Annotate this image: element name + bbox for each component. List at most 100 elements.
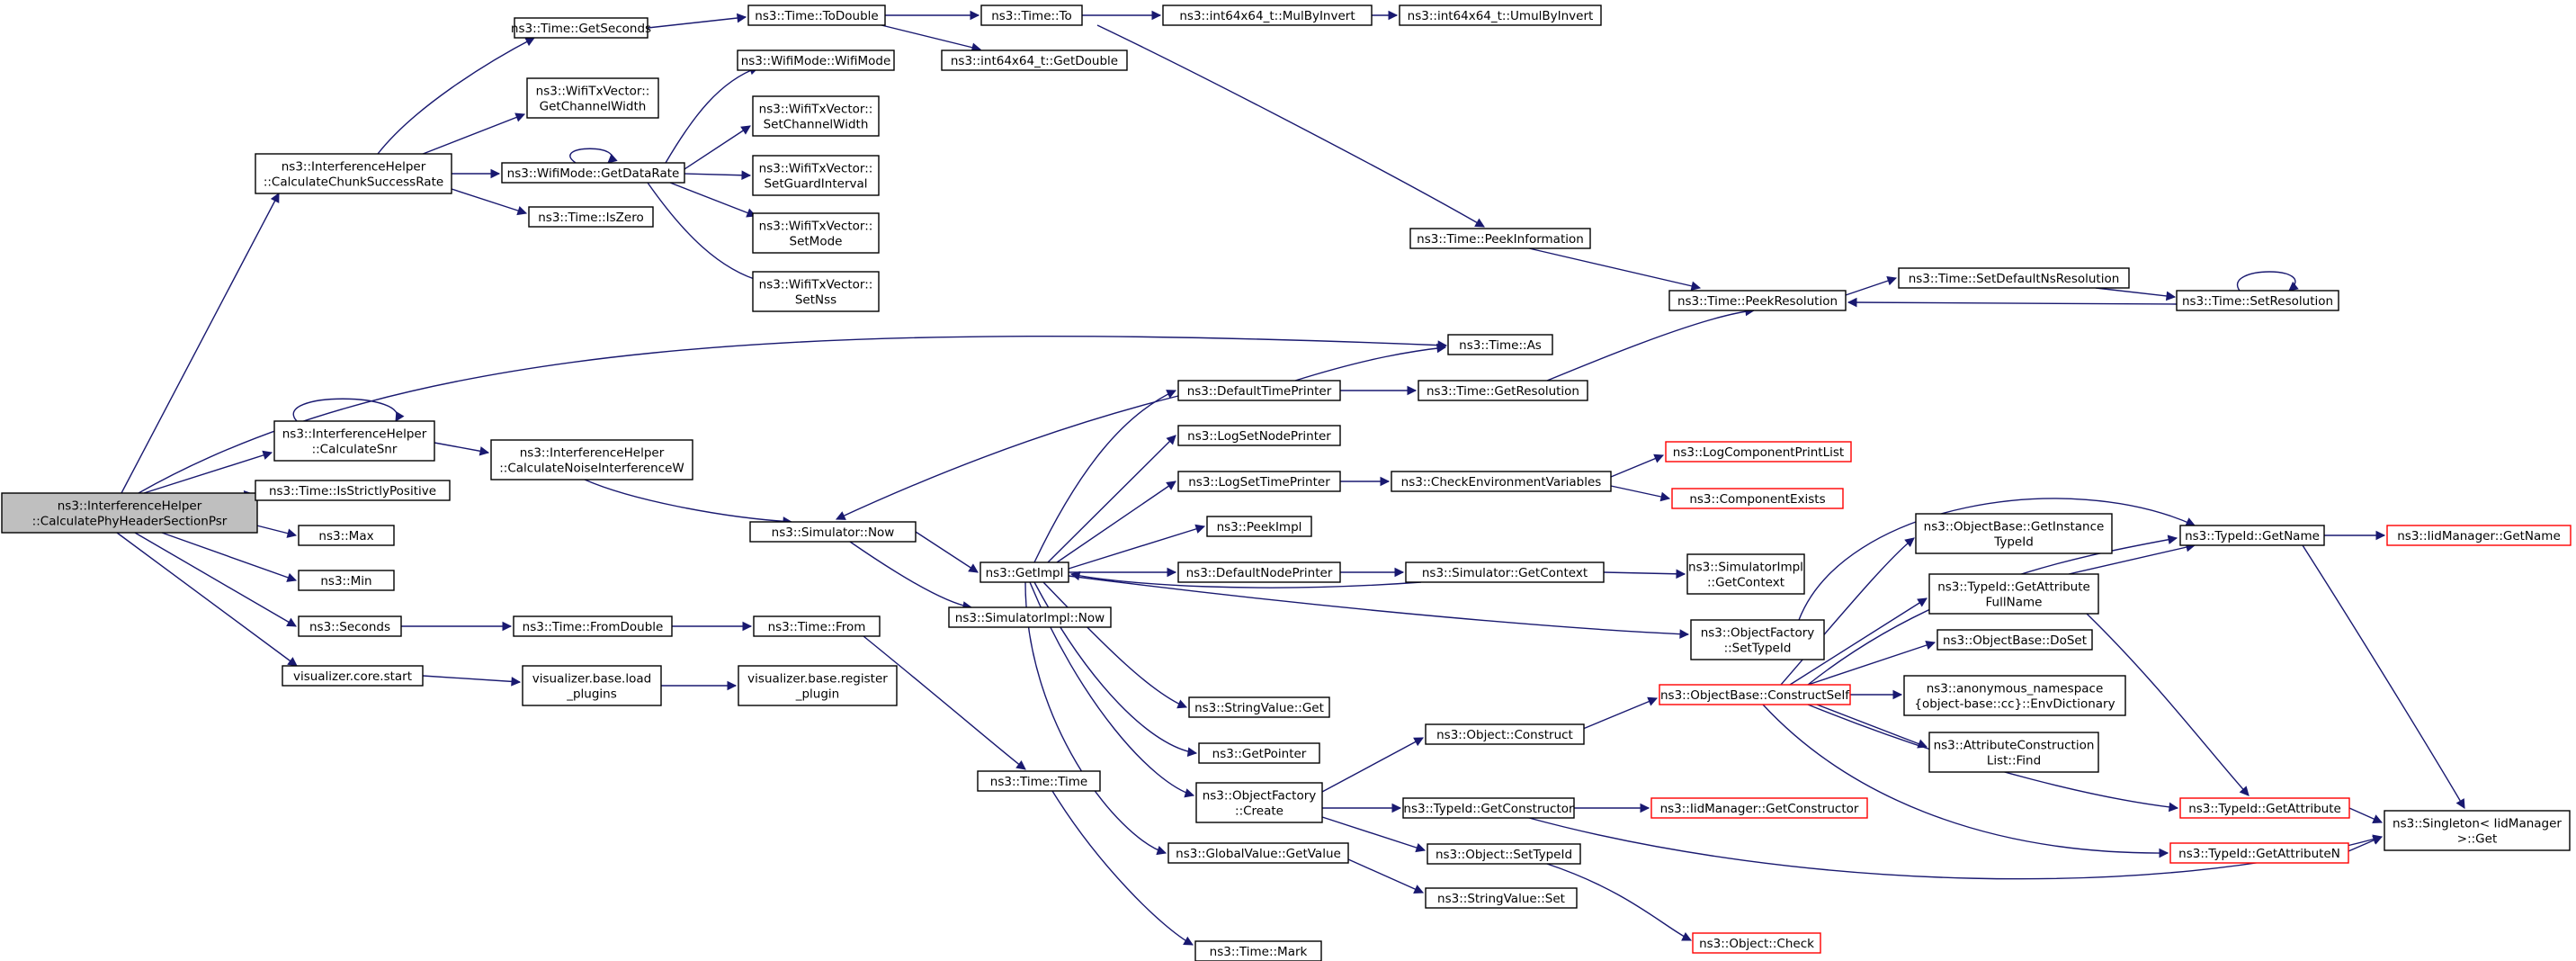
node-getDataRate[interactable]: ns3::WifiMode::GetDataRate: [501, 162, 685, 184]
node-label: ns3::CheckEnvironmentVariables: [1401, 475, 1602, 489]
node-box: [941, 49, 1128, 71]
arrowhead-icon: [286, 528, 298, 538]
arrowhead-icon: [490, 168, 501, 179]
node-getResolution[interactable]: ns3::Time::GetResolution: [1418, 380, 1588, 401]
node-logSetTimePrinter[interactable]: ns3::LogSetTimePrinter: [1177, 471, 1341, 492]
node-objConstruct[interactable]: ns3::Object::Construct: [1425, 723, 1585, 745]
node-mulByInvert[interactable]: ns3::int64x64_t::MulByInvert: [1162, 4, 1373, 26]
edge-line: [1546, 863, 1692, 941]
node-label: ns3::StringValue::Set: [1437, 892, 1565, 906]
node-peekImpl[interactable]: ns3::PeekImpl: [1206, 516, 1312, 537]
node-umulByInvert[interactable]: ns3::int64x64_t::UmulByInvert: [1399, 4, 1602, 26]
node-box: [501, 162, 685, 184]
node-singletonGet[interactable]: ns3::Singleton< IidManager >::Get: [2384, 810, 2571, 851]
node-objDoSet[interactable]: ns3::ObjectBase::DoSet: [1936, 629, 2093, 651]
node-getAttributeN[interactable]: ns3::TypeId::GetAttributeN: [2169, 842, 2349, 864]
node-seconds[interactable]: ns3::Seconds: [298, 615, 402, 637]
node-box: [2169, 842, 2349, 864]
node-label: ns3::InterferenceHelper: [282, 160, 426, 175]
node-setGuardInterval[interactable]: ns3::WifiTxVector::SetGuardInterval: [752, 155, 880, 196]
node-iidGetName[interactable]: ns3::IidManager::GetName: [2386, 525, 2572, 546]
node-label: ns3::Time::Mark: [1210, 945, 1308, 959]
node-box: [753, 615, 881, 637]
node-simImplGetContext[interactable]: ns3::SimulatorImpl::GetContext: [1686, 553, 1805, 595]
node-vizStart[interactable]: visualizer.core.start: [282, 665, 424, 687]
node-vizRegisterPlugin[interactable]: visualizer.base.register_plugin: [738, 665, 898, 706]
node-defaultNodePrinter[interactable]: ns3::DefaultNodePrinter: [1177, 561, 1341, 583]
edge-line: [669, 182, 756, 217]
node-max[interactable]: ns3::Max: [298, 525, 395, 546]
node-logSetNodePrinter[interactable]: ns3::LogSetNodePrinter: [1177, 425, 1341, 446]
node-objCheck[interactable]: ns3::Object::Check: [1692, 932, 1821, 954]
node-label: _plugin: [795, 687, 840, 702]
node-label: ns3::LogSetNodePrinter: [1187, 429, 1331, 444]
node-box: [1425, 723, 1585, 745]
node-ofCreate[interactable]: ns3::ObjectFactory::Create: [1195, 782, 1323, 823]
node-setMode[interactable]: ns3::WifiTxVector::SetMode: [752, 212, 880, 254]
node-ofSetTypeId[interactable]: ns3::ObjectFactory::SetTypeId: [1690, 619, 1825, 660]
node-label: ns3::WifiTxVector::: [759, 278, 873, 292]
node-min[interactable]: ns3::Min: [298, 570, 395, 591]
node-stringValueGet[interactable]: ns3::StringValue::Get: [1188, 696, 1330, 718]
node-setNss[interactable]: ns3::WifiTxVector::SetNss: [752, 271, 880, 312]
node-timeFromDouble[interactable]: ns3::Time::FromDouble: [513, 615, 673, 637]
node-peekResolution[interactable]: ns3::Time::PeekResolution: [1668, 290, 1847, 311]
node-chunk[interactable]: ns3::InterferenceHelper::CalculateChunkS…: [255, 153, 452, 194]
node-checkEnv[interactable]: ns3::CheckEnvironmentVariables: [1391, 471, 1612, 492]
edge-getDataRate-to-setChannelWidth: [684, 125, 751, 170]
node-vizLoadPlugins[interactable]: visualizer.base.load_plugins: [522, 665, 662, 706]
node-timeAs[interactable]: ns3::Time::As: [1447, 334, 1553, 355]
edge-constructSelf-to-objDoSet: [1807, 640, 1936, 686]
node-getPointer[interactable]: ns3::GetPointer: [1198, 742, 1320, 764]
node-getChannelWidth[interactable]: ns3::WifiTxVector::GetChannelWidth: [526, 77, 659, 119]
node-timeMark[interactable]: ns3::Time::Mark: [1194, 940, 1322, 961]
node-setResolution[interactable]: ns3::Time::SetResolution: [2176, 290, 2339, 311]
arrowhead-icon: [514, 112, 526, 122]
node-iidGetConstructor[interactable]: ns3::IidManager::GetConstructor: [1650, 797, 1868, 819]
node-setChannelWidth[interactable]: ns3::WifiTxVector::SetChannelWidth: [752, 95, 880, 137]
node-box: [2179, 525, 2325, 546]
node-calcSnr[interactable]: ns3::InterferenceHelper::CalculateSnr: [273, 420, 435, 462]
node-label: ns3::PeekImpl: [1217, 520, 1302, 534]
node-envDictionary[interactable]: ns3::anonymous_namespace{object-base::cc…: [1903, 675, 2126, 716]
node-peekInformation[interactable]: ns3::Time::PeekInformation: [1409, 228, 1591, 249]
node-getImpl[interactable]: ns3::GetImpl: [979, 561, 1069, 583]
node-box: [1928, 573, 2099, 615]
node-isZero[interactable]: ns3::Time::IsZero: [528, 206, 654, 228]
node-simNow[interactable]: ns3::Simulator::Now: [749, 521, 917, 543]
node-simImplNow[interactable]: ns3::SimulatorImpl::Now: [948, 606, 1112, 628]
arrowhead-icon: [524, 37, 535, 47]
node-timeTo[interactable]: ns3::Time::To: [980, 4, 1083, 26]
node-label: ns3::TypeId::GetAttributeN: [2178, 847, 2340, 861]
node-box: [1898, 267, 2130, 289]
node-constructSelf[interactable]: ns3::ObjectBase::ConstructSelf: [1659, 684, 1851, 705]
node-getAttribute[interactable]: ns3::TypeId::GetAttribute: [2179, 797, 2350, 819]
node-wifiMode[interactable]: ns3::WifiMode::WifiMode: [737, 49, 895, 71]
node-timeTime[interactable]: ns3::Time::Time: [977, 770, 1101, 792]
node-getSeconds[interactable]: ns3::Time::GetSeconds: [511, 17, 651, 39]
node-globalValueGetValue[interactable]: ns3::GlobalValue::GetValue: [1167, 842, 1349, 864]
node-getDouble[interactable]: ns3::int64x64_t::GetDouble: [941, 49, 1128, 71]
edge-line: [2095, 287, 2176, 298]
node-calcNoise[interactable]: ns3::InterferenceHelper::CalculateNoiseI…: [490, 439, 693, 480]
node-box: [977, 770, 1101, 792]
node-defaultTimePrinter[interactable]: ns3::DefaultTimePrinter: [1177, 380, 1341, 401]
node-setDefaultNsResolution[interactable]: ns3::Time::SetDefaultNsResolution: [1898, 267, 2130, 289]
node-simGetContext[interactable]: ns3::Simulator::GetContext: [1405, 561, 1605, 583]
node-objSetTypeId[interactable]: ns3::Object::SetTypeId: [1427, 843, 1581, 865]
node-timeFrom[interactable]: ns3::Time::From: [753, 615, 881, 637]
node-componentExists[interactable]: ns3::ComponentExists: [1671, 488, 1844, 509]
node-label: visualizer.core.start: [293, 669, 412, 684]
edge-line: [684, 125, 751, 170]
node-getConstructor[interactable]: ns3::TypeId::GetConstructor: [1402, 797, 1575, 819]
node-root[interactable]: ns3::InterferenceHelper::CalculatePhyHea…: [1, 492, 258, 534]
node-logComponentPrintList[interactable]: ns3::LogComponentPrintList: [1665, 441, 1852, 463]
node-stringValueSet[interactable]: ns3::StringValue::Set: [1425, 887, 1578, 909]
node-toDouble[interactable]: ns3::Time::ToDouble: [747, 4, 886, 26]
edge-line: [1321, 816, 1426, 851]
node-isStrictlyPositive[interactable]: ns3::Time::IsStrictlyPositive: [255, 480, 451, 501]
node-typeIdGetName[interactable]: ns3::TypeId::GetName: [2179, 525, 2325, 546]
